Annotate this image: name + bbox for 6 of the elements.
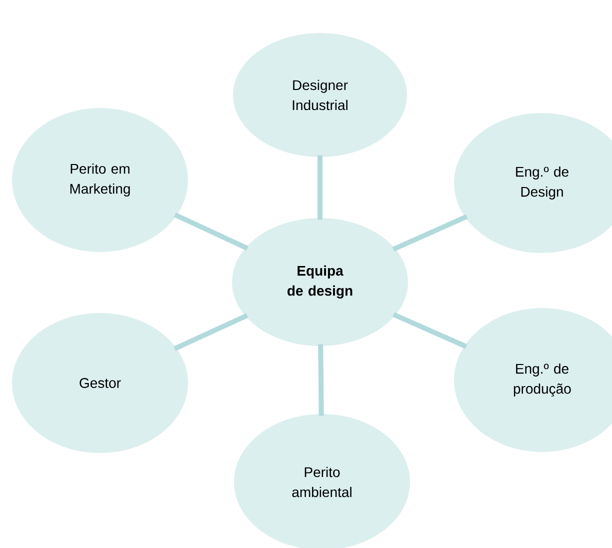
connector-line: [318, 155, 322, 220]
connector-line: [392, 312, 468, 349]
connector-line: [174, 212, 248, 251]
connector-line: [318, 344, 324, 416]
connector-line: [392, 214, 468, 252]
connector-line: [174, 313, 248, 352]
